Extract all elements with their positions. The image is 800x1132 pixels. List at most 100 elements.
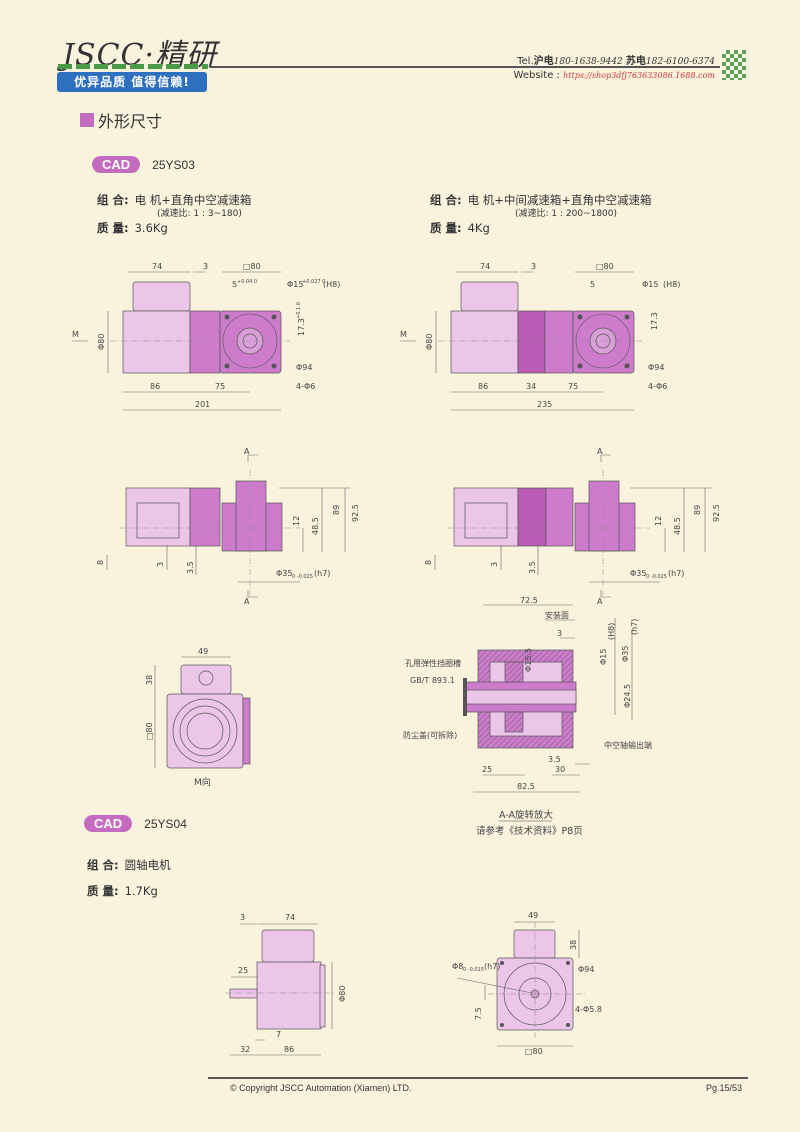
dim-75: 75	[215, 382, 225, 391]
dim-h7: (h7)	[668, 569, 684, 578]
label-dust-cover: 防尘盖(可拆除)	[403, 730, 457, 740]
footer-divider	[208, 1077, 748, 1079]
dim-sq80: □80	[525, 1047, 543, 1056]
ratio-value: (减速比: 1 : 200~1800)	[515, 209, 618, 219]
logo-stripe	[58, 64, 208, 69]
dim-75: 75	[568, 382, 578, 391]
dim-phi35: Φ35	[621, 646, 630, 662]
dim-sq80: □80	[596, 262, 614, 271]
ratio-value: (减速比: 1 : 3~180)	[157, 209, 242, 219]
cad-badge[interactable]: CAD	[84, 815, 133, 832]
dim-86: 86	[284, 1045, 294, 1054]
front-view-25ys03-2: A A 8 3 3.5 12 48.5 89 92.5 Φ35 0 -0.025…	[424, 447, 721, 606]
dim-49: 49	[528, 911, 538, 920]
spec-config-3: 组 合:圆轴电机 质 量:1.7Kg	[87, 852, 171, 904]
copyright: © Copyright JSCC Automation (Xiamen) LTD…	[230, 1083, 412, 1093]
section-title: A-A旋转放大	[499, 809, 554, 821]
mass-value: 4Kg	[467, 221, 490, 235]
dim-12: 12	[654, 516, 663, 526]
combo-label: 组 合:	[97, 193, 129, 207]
dim-shaft-tolerance: 0 -0.015	[463, 967, 484, 973]
dim-bore: Φ15	[287, 280, 303, 289]
contact-phone: Tel.沪电180-1638-9442 苏电182-6100-6374	[517, 52, 715, 67]
dim-86: 86	[478, 382, 488, 391]
dim-3-5: 3.5	[528, 561, 537, 574]
dim-bore: Φ15	[642, 280, 658, 289]
m-direction-view: 49 38 □80 M向	[145, 647, 251, 788]
section-a-bottom: A	[244, 597, 250, 606]
dim-17-3: 17.3	[650, 312, 659, 330]
dim-92-5: 92.5	[351, 504, 360, 522]
mass-label: 质 量:	[87, 884, 119, 898]
combo-value: 圆轴电机	[124, 858, 171, 872]
dim-5: 5	[232, 280, 237, 289]
dim-49: 49	[198, 647, 208, 656]
label-hollow-shaft-output: 中空轴输出端	[604, 740, 652, 750]
dim-phi15: Φ15	[599, 649, 608, 665]
dim-phi94: Φ94	[648, 363, 664, 372]
dim-h8: (H8)	[323, 280, 340, 289]
section-a-top: A	[597, 447, 603, 456]
dim-74: 74	[285, 913, 295, 922]
dim-phi35: Φ35	[630, 569, 646, 578]
dim-phi80: Φ80	[425, 334, 434, 350]
dim-30: 30	[555, 765, 565, 774]
dim-89: 89	[332, 505, 341, 515]
dim-17-3: 17.3	[297, 318, 306, 336]
dim-sq80: □80	[243, 262, 261, 271]
dim-74: 74	[152, 262, 162, 271]
tel-sh-label: 沪电	[533, 56, 554, 67]
spec-config-1: 组 合:电 机+直角中空减速箱 (减速比: 1 : 3~180) 质 量:3.6…	[97, 193, 251, 235]
combo-value: 电 机+中间减速箱+直角中空减速箱	[467, 193, 652, 207]
mass-value: 3.6Kg	[134, 221, 168, 235]
checker-logo-icon	[722, 50, 746, 80]
dim-phi80: Φ80	[338, 986, 347, 1002]
section-title-text: 外形尺寸	[98, 112, 163, 131]
mass-label: 质 量:	[430, 221, 462, 235]
mass-value: 1.7Kg	[124, 884, 158, 898]
tel-label: Tel.	[517, 56, 534, 67]
page-number: Pg.15/53	[706, 1083, 743, 1093]
dim-34: 34	[526, 382, 536, 391]
dim-38: 38	[569, 940, 578, 950]
dim-3-5: 3.5	[548, 755, 561, 764]
view-m-label: M	[72, 330, 79, 339]
dim-86: 86	[150, 382, 160, 391]
dim-3: 3	[156, 562, 165, 567]
dim-h7: (h7)	[484, 962, 500, 971]
dim-sq80: □80	[145, 722, 154, 740]
website-label: Website :	[513, 70, 564, 81]
dim-89: 89	[693, 505, 702, 515]
dim-phi15-5: Φ15.5	[524, 648, 533, 672]
dim-38: 38	[145, 675, 154, 685]
square-bullet-icon	[80, 113, 94, 127]
dim-3: 3	[531, 262, 536, 271]
dim-3-5: 3.5	[186, 561, 195, 574]
dim-3: 3	[490, 562, 499, 567]
dim-5-tolerance: +0.04 0	[237, 279, 257, 285]
front-view-25ys04: 49 38 Φ8 0 -0.015 (h7) Φ94 7.5 4-Φ5.8 □8…	[452, 911, 602, 1056]
tel-js: 182-6100-6374	[645, 57, 715, 67]
combo-label: 组 合:	[430, 193, 462, 207]
section-a-a-view: 72.5 安装面 3 Φ15 (H8) Φ35 (h7) Φ15.5 孔用弹性挡…	[403, 596, 652, 837]
dim-shaft-phi8: Φ8	[452, 962, 463, 971]
dim-12: 12	[292, 516, 301, 526]
section-a-bottom: A	[597, 597, 603, 606]
website-link[interactable]: https://shop3dfj763633086.1688.com	[563, 71, 715, 80]
dim-3: 3	[240, 913, 245, 922]
dim-72-5: 72.5	[520, 596, 538, 605]
model-name: 25YS03	[152, 157, 195, 172]
contact-website: Website : https://shop3dfj763633086.1688…	[514, 70, 715, 81]
dim-h8: (H8)	[607, 623, 616, 640]
dim-phi35: Φ35	[276, 569, 292, 578]
dim-92-5: 92.5	[712, 504, 721, 522]
model-name: 25YS04	[144, 816, 187, 831]
dim-7-5: 7.5	[474, 1007, 483, 1020]
label-mount-surface: 安装面	[545, 610, 569, 620]
front-view-25ys03-1: A A 8 3 3.5 12 48.5 89 92.5 Φ35 0 -0.025…	[96, 447, 360, 606]
dim-32: 32	[240, 1045, 250, 1054]
product-header-25ys03: CAD 25YS03	[92, 156, 195, 173]
dim-h7: (h7)	[630, 619, 639, 635]
cad-badge[interactable]: CAD	[92, 156, 141, 173]
dim-phi35-tolerance: 0 -0.025	[646, 574, 667, 580]
